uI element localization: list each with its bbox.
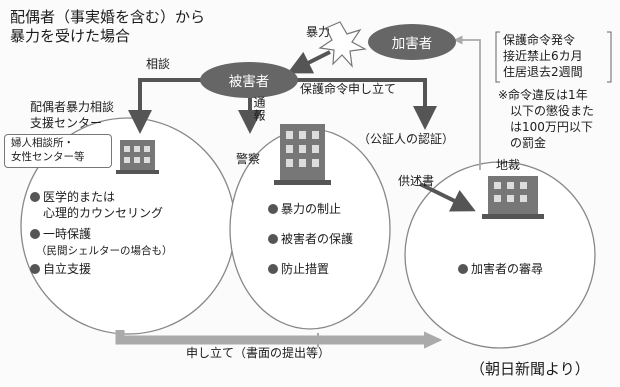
- application-arrow: [115, 330, 425, 345]
- notary-label: （公証人の認証）: [358, 132, 455, 146]
- penalty-line-4: の罰金: [510, 136, 547, 150]
- affidavit-label: 供述書: [398, 174, 435, 188]
- court-item-1: 加害者の審尋: [458, 262, 543, 277]
- penalty-line-3: は100万円以下: [510, 120, 593, 134]
- center-item-3: 自立支援: [30, 262, 91, 277]
- petition-label: 保護命令申し立て: [300, 82, 397, 96]
- victim-node: 被害者: [200, 62, 298, 98]
- affidavit-arrow: [419, 182, 476, 212]
- police-item-2-text: 被害者の保護: [281, 232, 354, 246]
- diagram-title-line1: 配偶者（事実婚を含む）から: [10, 8, 206, 26]
- police-item-1-text: 暴力の制止: [281, 202, 342, 216]
- bullet-icon: [30, 229, 40, 239]
- consult-arrow: [128, 78, 205, 134]
- police-item-1: 暴力の制止: [268, 202, 341, 217]
- penalty-line-1: ※命令違反は1年: [498, 88, 588, 102]
- police-label: 警察: [236, 152, 261, 166]
- perpetrator-node: 加害者: [368, 24, 456, 60]
- police-building-icon: [274, 124, 331, 185]
- center-item-3-text: 自立支援: [43, 262, 92, 276]
- order-line-1: 保護命令発令: [503, 33, 576, 47]
- application-label: 申し立て（書面の提出等）: [186, 346, 331, 360]
- center-note-line2: 女性センター等: [11, 151, 85, 163]
- center-note-line1: 婦人相談所・: [11, 137, 74, 149]
- bullet-icon: [268, 234, 278, 244]
- violence-burst: [318, 21, 367, 68]
- police-item-3-text: 防止措置: [281, 262, 330, 276]
- court-item-1-text: 加害者の審尋: [471, 262, 544, 276]
- center-name-line2: 支援センター: [30, 116, 103, 130]
- center-note-box: [4, 134, 112, 168]
- center-item-1: 医学的または: [30, 190, 115, 205]
- report-label: 通報: [252, 96, 266, 122]
- bullet-icon: [30, 264, 40, 274]
- center-item-2-note: （民間シェルターの場合も）: [36, 245, 173, 257]
- order-line-2: 接近禁止6カ月: [503, 49, 583, 63]
- bullet-icon: [268, 204, 278, 214]
- center-item-1-cont: 心理的カウンセリング: [43, 206, 164, 220]
- center-item-2: 一時保護: [30, 227, 91, 242]
- source-credit: （朝日新聞より）: [470, 360, 590, 378]
- violence-arrow: [287, 50, 331, 74]
- center-name-line1: 配偶者暴力相談: [30, 100, 115, 114]
- consult-label: 相談: [146, 57, 171, 71]
- center-item-2-text: 一時保護: [43, 227, 92, 241]
- violence-label: 暴力: [306, 25, 331, 39]
- penalty-line-2: 以下の懲役また: [510, 104, 595, 118]
- court-building-icon: [482, 176, 544, 219]
- bullet-icon: [30, 192, 40, 202]
- police-item-2: 被害者の保護: [268, 232, 353, 247]
- bullet-icon: [458, 264, 468, 274]
- order-line-3: 住居退去2週間: [503, 65, 583, 79]
- application-arrowhead: [317, 331, 443, 349]
- center-building-icon: [116, 140, 159, 174]
- diagram-title-line2: 暴力を受けた場合: [10, 27, 131, 45]
- bullet-icon: [268, 264, 278, 274]
- order-line: [453, 35, 481, 170]
- order-bracket: [495, 31, 612, 83]
- center-item-1-text: 医学的または: [43, 190, 116, 204]
- police-item-3: 防止措置: [268, 262, 329, 277]
- petition-arrow: [295, 78, 437, 130]
- court-label: 地裁: [496, 158, 521, 172]
